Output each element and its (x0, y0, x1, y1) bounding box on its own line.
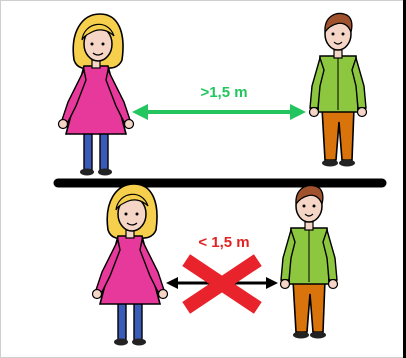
green-distance-arrow (132, 104, 306, 120)
man-figure-top (308, 12, 368, 168)
woman-figure-top (57, 13, 135, 177)
man-figure-bottom (279, 184, 339, 340)
unsafe-distance-label: < 1,5 m (198, 234, 249, 251)
red-cross-icon (182, 254, 262, 314)
safe-distance-label: >1,5 m (200, 84, 247, 101)
woman-figure-bottom (91, 183, 169, 347)
right-border (403, 0, 406, 358)
